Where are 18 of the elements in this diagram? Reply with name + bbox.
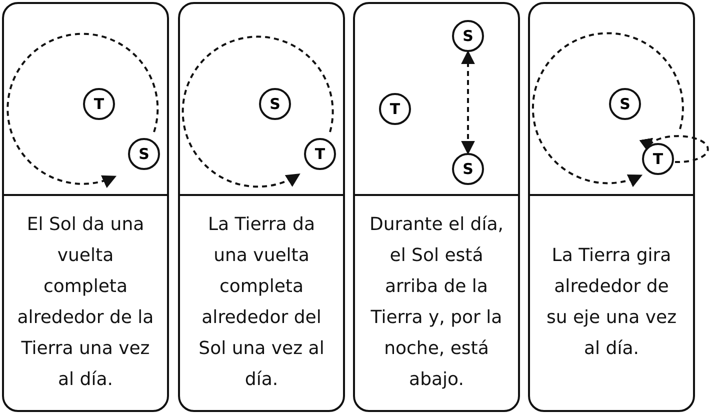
caption-text: Durante el día, el Sol está arriba de la Tierra y, por la noche, está abajo. — [368, 213, 504, 392]
labeled-circle: T — [83, 88, 115, 120]
labeled-circle: T — [379, 93, 411, 125]
caption-text: El Sol da una vuelta completa alrededor de la Tierra una vez al día. — [16, 213, 155, 392]
labeled-circle: S — [609, 88, 641, 120]
caption-text: La Tierra gira alrededor de su eje una vez al día. — [545, 244, 678, 361]
labeled-circle: T — [642, 143, 674, 175]
labeled-circle: T — [304, 138, 336, 170]
labeled-circle: S — [259, 88, 291, 120]
labeled-circle: S — [452, 20, 484, 52]
arrow — [640, 135, 709, 164]
arrow — [461, 50, 475, 155]
labeled-circle: S — [452, 153, 484, 185]
caption-text: La Tierra da una vuelta completa alrededor del Sol una vez al día. — [198, 213, 326, 392]
labeled-circle: S — [128, 138, 160, 170]
panel-card — [2, 2, 169, 412]
panel-card — [353, 2, 520, 412]
panel-card — [178, 2, 345, 412]
